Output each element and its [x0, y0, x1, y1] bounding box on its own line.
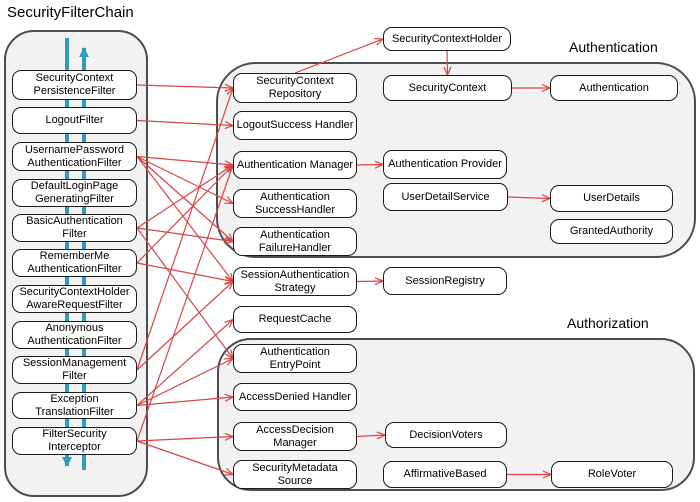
arrow-sas-to-sreg [356, 281, 383, 282]
box-security-metadata-source: SecurityMetadata Source [233, 460, 357, 489]
arrow-rmaf-to-sas [136, 262, 233, 282]
box-granted-authority: GrantedAuthority [550, 219, 673, 244]
arrow-smf-to-sas [136, 282, 233, 371]
box-access-decision-manager: AccessDecision Manager [233, 422, 357, 451]
box-authentication-failure-handler: Authentication FailureHandler [233, 227, 357, 256]
box-logout-filter: LogoutFilter [12, 107, 137, 134]
box-security-context: SecurityContext [383, 75, 512, 101]
box-authentication-manager: Authentication Manager [233, 151, 357, 179]
diagram-title: SecurityFilterChain [7, 4, 134, 21]
box-authentication-provider: Authentication Provider [383, 150, 507, 179]
box-authentication-entry-point: Authentication EntryPoint [233, 344, 357, 373]
arrow-basic-to-aep [136, 227, 233, 359]
box-logout-success-handler: LogoutSuccess Handler [233, 111, 357, 140]
authorization-section-label: Authorization [567, 315, 649, 331]
box-security-context-holder: SecurityContextHolder [383, 27, 511, 51]
box-user-detail-service: UserDetailService [383, 183, 508, 211]
box-authentication-success-handler: Authentication SuccessHandler [233, 189, 357, 218]
box-security-context-repository: SecurityContext Repository [233, 73, 357, 103]
box-default-login-page-generating-filter: DefaultLoginPage GeneratingFilter [12, 179, 137, 207]
box-remember-me-authentication-filter: RememberMe AuthenticationFilter [12, 249, 137, 277]
box-security-context-persistence-filter: SecurityContext PersistenceFilter [12, 70, 137, 100]
box-anonymous-authentication-filter: Anonymous AuthenticationFilter [12, 321, 137, 349]
box-filter-security-interceptor: FilterSecurity Interceptor [12, 427, 137, 455]
box-username-password-authentication-filter: UsernamePassword AuthenticationFilter [12, 142, 137, 171]
box-security-context-holder-aware-request-filter: SecurityContextHolder AwareRequestFilter [12, 285, 137, 313]
box-access-denied-handler: AccessDenied Handler [233, 383, 357, 411]
box-authentication: Authentication [550, 75, 678, 101]
authentication-section-label: Authentication [569, 39, 658, 55]
box-decision-voters: DecisionVoters [385, 422, 507, 448]
box-user-details: UserDetails [550, 185, 673, 212]
box-session-authentication-strategy: SessionAuthentication Strategy [233, 267, 357, 296]
box-affirmative-based: AffirmativeBased [383, 461, 507, 488]
box-request-cache: RequestCache [233, 306, 357, 333]
box-basic-authentication-filter: BasicAuthentication Filter [12, 214, 137, 242]
box-exception-translation-filter: Exception TranslationFilter [12, 392, 137, 419]
box-session-management-filter: SessionManagement Filter [12, 356, 137, 384]
box-role-voter: RoleVoter [551, 461, 673, 488]
box-session-registry: SessionRegistry [383, 267, 507, 295]
